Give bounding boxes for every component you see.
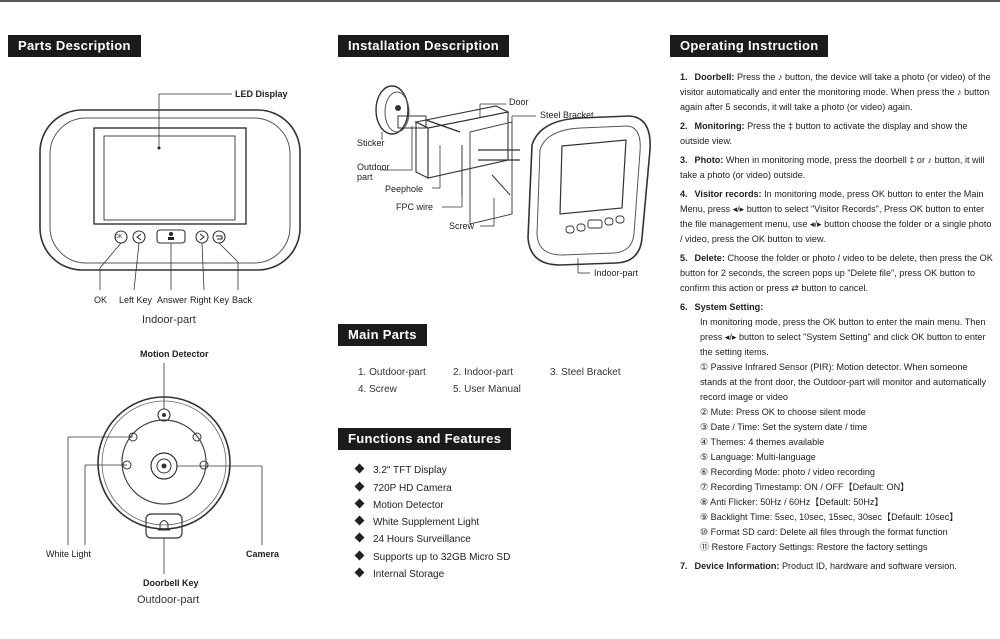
diamond-bullet-icon xyxy=(354,481,365,492)
answer-label: Answer xyxy=(157,295,188,305)
setting-date-time: ③ Date / Time: Set the system date / tim… xyxy=(700,422,868,432)
right-key-label: Right Key xyxy=(190,295,230,305)
sticker-label: Sticker xyxy=(357,138,385,148)
left-key-label: Left Key xyxy=(119,295,153,305)
diamond-bullet-icon xyxy=(354,532,365,543)
main-part-item: 5. User Manual xyxy=(453,384,521,395)
diamond-bullet-icon xyxy=(354,567,365,578)
feature-item: 720P HD Camera xyxy=(354,481,452,494)
installation-description-header: Installation Description xyxy=(338,35,509,57)
main-part-item: 2. Indoor-part xyxy=(453,367,514,378)
setting-mute: ② Mute: Press OK to choose silent mode xyxy=(700,407,866,417)
top-border xyxy=(0,0,1000,2)
instruction-delete: 5. Delete: Choose the folder or photo / … xyxy=(680,253,993,293)
led-display-label: LED Display xyxy=(235,89,288,99)
back-label: Back xyxy=(232,295,253,305)
setting-backlight-time: ⑨ Backlight Time: 5sec, 10sec, 15sec, 30… xyxy=(700,512,959,522)
motion-detector-label: Motion Detector xyxy=(140,349,209,359)
operating-instruction-header: Operating Instruction xyxy=(670,35,829,57)
operating-instruction-list: 1. Doorbell: Press the ♪ button, the dev… xyxy=(680,70,995,578)
feature-item: Internal Storage xyxy=(354,567,444,580)
white-light-label: White Light xyxy=(46,549,92,559)
setting-pir: ① Passive Infrared Sensor (PIR): Motion … xyxy=(700,362,987,402)
ok-button-glyph: OK xyxy=(115,234,123,240)
setting-recording-timestamp: ⑦ Recording Timestamp: ON / OFF【Default:… xyxy=(700,482,910,492)
main-parts-header: Main Parts xyxy=(338,324,427,346)
indoor-part-caption: Indoor-part xyxy=(142,314,196,326)
setting-language: ⑤ Language: Multi-language xyxy=(700,452,816,462)
diamond-bullet-icon xyxy=(354,515,365,526)
instruction-visitor-records: 4. Visitor records: In monitoring mode, … xyxy=(680,189,992,244)
feature-item: White Supplement Light xyxy=(354,515,479,528)
feature-item: Supports up to 32GB Micro SD xyxy=(354,550,510,563)
diamond-bullet-icon xyxy=(354,498,365,509)
camera-label: Camera xyxy=(246,549,280,559)
door-label: Door xyxy=(509,97,529,107)
feature-item: 3.2" TFT Display xyxy=(354,463,447,476)
diamond-bullet-icon xyxy=(354,463,365,474)
main-part-item: 1. Outdoor-part xyxy=(358,367,426,378)
diamond-bullet-icon xyxy=(354,550,365,561)
ok-label: OK xyxy=(94,295,108,305)
setting-format-sd: ⑩ Format SD card: Delete all files throu… xyxy=(700,527,948,537)
outdoor-part-install-label: Outdoor part xyxy=(357,162,390,182)
steel-bracket-label: Steel Bracket xyxy=(540,110,594,120)
instruction-device-information: 7. Device Information: Product ID, hardw… xyxy=(680,561,957,571)
main-part-item: 4. Screw xyxy=(358,384,397,395)
setting-themes: ④ Themes: 4 themes available xyxy=(700,437,825,447)
indoor-part-install-label: Indoor-part xyxy=(594,268,639,278)
feature-item: Motion Detector xyxy=(354,498,444,511)
instruction-system-setting: 6. System Setting: In monitoring mode, p… xyxy=(680,300,995,555)
setting-recording-mode: ⑥ Recording Mode: photo / video recordin… xyxy=(700,467,875,477)
outdoor-part-caption: Outdoor-part xyxy=(137,594,200,606)
functions-features-header: Functions and Features xyxy=(338,428,512,450)
main-part-item: 3. Steel Bracket xyxy=(550,367,621,378)
setting-anti-flicker: ⑧ Anti Flicker: 50Hz / 60Hz【Default: 50H… xyxy=(700,497,884,507)
screw-label: Screw xyxy=(449,221,475,231)
fpc-wire-label: FPC wire xyxy=(396,202,434,212)
setting-restore-factory: ⑪ Restore Factory Settings: Restore the … xyxy=(700,542,928,552)
feature-item: 24 Hours Surveillance xyxy=(354,532,471,545)
peephole-label: Peephole xyxy=(385,184,424,194)
instruction-photo: 3. Photo: When in monitoring mode, press… xyxy=(680,155,985,180)
instruction-monitoring: 2. Monitoring: Press the ‡ button to act… xyxy=(680,121,968,146)
doorbell-key-label: Doorbell Key xyxy=(143,578,199,588)
parts-description-header: Parts Description xyxy=(8,35,141,57)
instruction-doorbell: 1. Doorbell: Press the ♪ button, the dev… xyxy=(680,72,991,112)
